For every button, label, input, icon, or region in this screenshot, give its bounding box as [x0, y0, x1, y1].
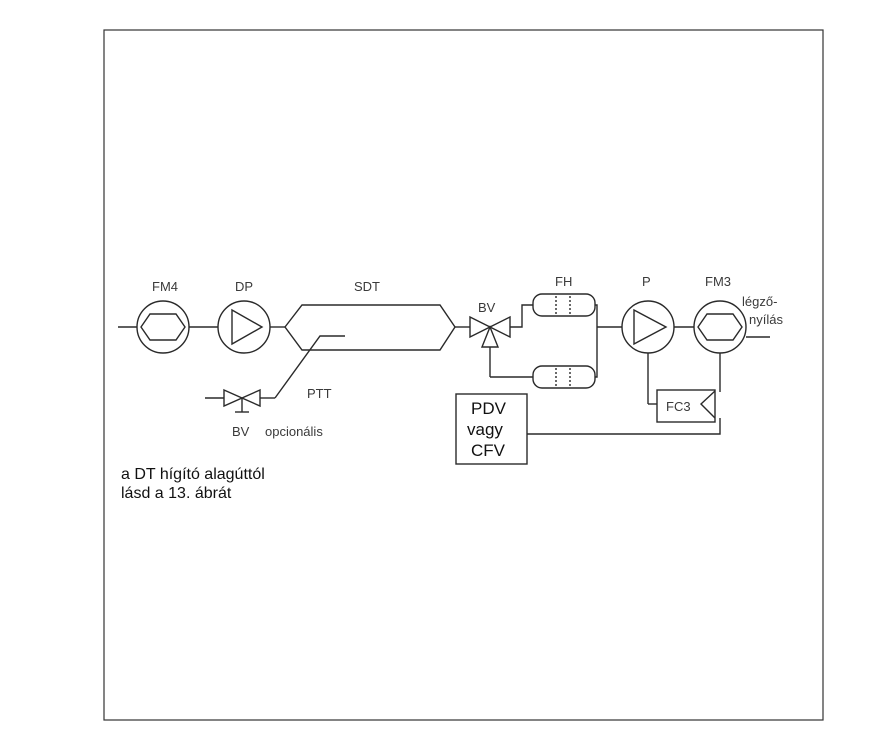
p-label: P: [642, 274, 651, 289]
sdt-tunnel: [284, 304, 456, 351]
fc3-controller: [656, 389, 716, 423]
fc3-pdv-signal-line: [527, 418, 721, 435]
fh-merge-line: [595, 304, 598, 378]
pdv-line3: CFV: [471, 441, 506, 460]
dp-label: DP: [235, 279, 253, 294]
optional-bv-valve-icon: [223, 388, 261, 413]
p-pump-icon: [621, 300, 675, 354]
ptt-probe: [274, 335, 345, 399]
fh-upper-filter-holder-icon: [532, 293, 596, 317]
bv-bottom-label: BV: [232, 424, 250, 439]
fm4-label: FM4: [152, 279, 178, 294]
pdv-line1: PDV: [471, 399, 507, 418]
outlet-label-line1: légző-: [742, 294, 777, 309]
sdt-label: SDT: [354, 279, 380, 294]
figure-frame: [103, 29, 824, 721]
pdv-line2: vagy: [467, 420, 503, 439]
dp-pump-icon: [217, 300, 271, 354]
optional-label: opcionális: [265, 424, 323, 439]
fm3-label: FM3: [705, 274, 731, 289]
dilution-tunnel-note-line1: a DT hígító alagúttól: [121, 466, 265, 483]
dilution-tunnel-note-line2: lásd a 13. ábrát: [121, 485, 232, 502]
pdv-cfv-box: [455, 393, 528, 465]
bv-valve-icon: [469, 315, 511, 377]
fh-label: FH: [555, 274, 572, 289]
fh-lower-filter-holder-icon: [532, 365, 596, 389]
bv-fh-upper-line: [510, 304, 533, 328]
outlet-label-line2: nyílás: [749, 312, 783, 327]
fm4-flowmeter-icon: [136, 300, 190, 354]
bv-top-label: BV: [478, 300, 496, 315]
fm3-flowmeter-icon: [693, 300, 747, 354]
ptt-label: PTT: [307, 386, 332, 401]
fc3-label: FC3: [666, 399, 691, 414]
